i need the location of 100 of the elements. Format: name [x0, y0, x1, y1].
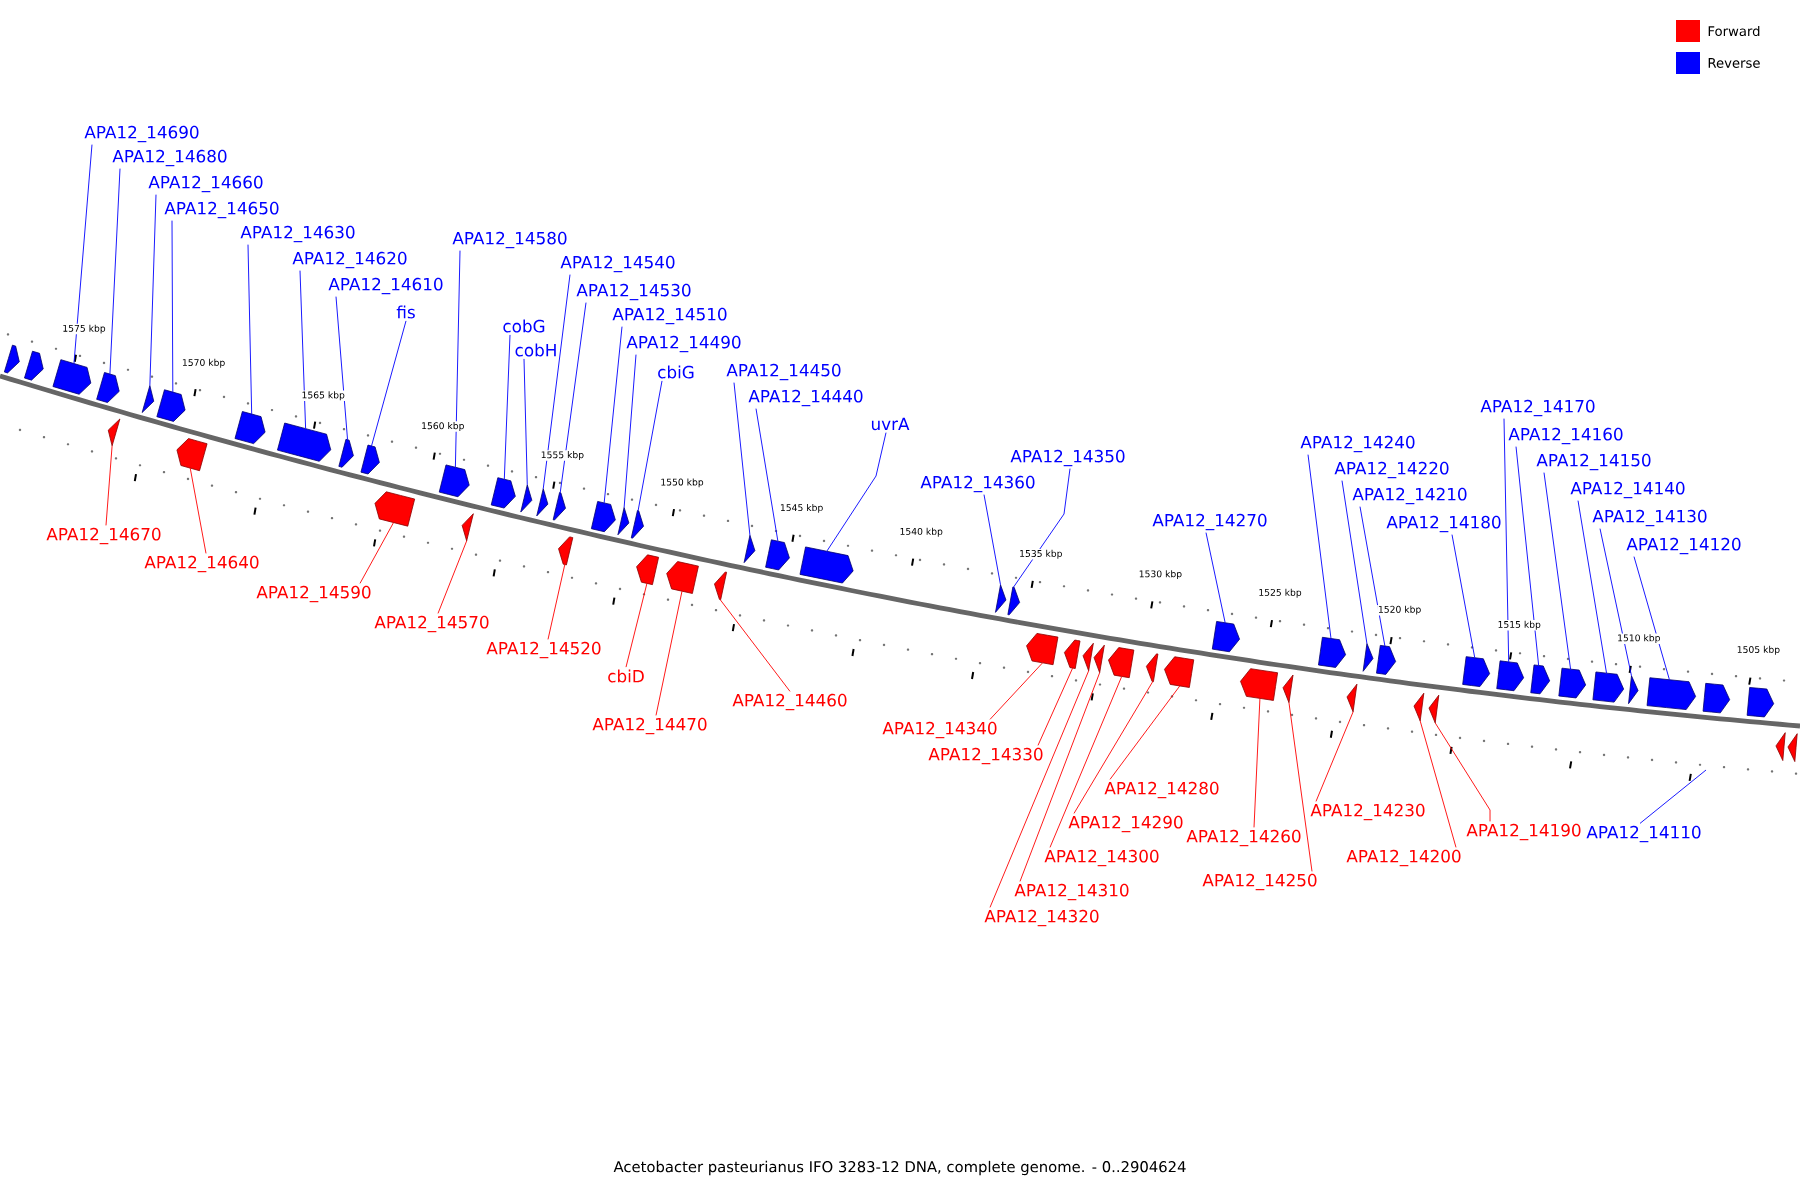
gene-block: [1146, 653, 1159, 683]
gene-label: APA12_14210: [1352, 487, 1467, 505]
gene-label: cobH: [515, 343, 556, 357]
leader-line: [1288, 702, 1313, 872]
gene-block: [1346, 683, 1358, 713]
gene-label: APA12_14120: [1626, 537, 1741, 555]
gene-block: [1628, 675, 1639, 705]
gene-label: APA12_14190: [1466, 823, 1581, 841]
gene-label: APA12_14440: [748, 389, 863, 407]
leader-line: [983, 494, 1001, 586]
leader-line: [1019, 672, 1101, 882]
leader-line: [755, 408, 779, 542]
gene-label: APA12_14230: [1310, 803, 1425, 821]
gene-block: [3, 344, 20, 374]
leader-line: [1434, 722, 1491, 822]
gene-block: [1496, 660, 1525, 692]
gene-label: APA12_14690: [84, 125, 199, 143]
leader-line: [1049, 676, 1123, 848]
leader-line: [1503, 418, 1510, 663]
gene-label: APA12_14660: [148, 175, 263, 193]
gene-block: [1646, 677, 1696, 710]
gene-block: [1093, 644, 1105, 674]
gene-label: APA12_14460: [732, 693, 847, 711]
gene-label: APA12_14610: [328, 277, 443, 295]
gene-label: APA12_14150: [1536, 453, 1651, 471]
leader-line: [637, 380, 663, 512]
gene-block: [552, 492, 566, 521]
gene-label: APA12_14540: [560, 255, 675, 273]
leader-line: [109, 168, 121, 375]
gene-label: APA12_14650: [164, 201, 279, 219]
gene-label: APA12_14130: [1592, 509, 1707, 527]
gene-label: APA12_14490: [626, 335, 741, 353]
gene-block: [1026, 633, 1059, 666]
leader-line: [454, 250, 461, 468]
leader-line: [1073, 681, 1154, 814]
leader-line: [73, 144, 93, 364]
leader-line: [623, 354, 637, 508]
gene-block: [52, 359, 92, 395]
leader-line: [437, 540, 468, 614]
leader-line: [149, 194, 157, 387]
gene-block: [1211, 621, 1240, 653]
gene-block: [536, 488, 549, 517]
leader-line: [1599, 528, 1632, 677]
leader-line: [603, 326, 623, 504]
leader-line: [1359, 506, 1386, 647]
gene-label: APA12_14470: [592, 717, 707, 735]
gene-block: [617, 507, 630, 536]
gene-block: [520, 484, 533, 513]
leader-line: [299, 270, 307, 430]
leader-line: [105, 445, 113, 526]
leader-line: [989, 670, 1090, 908]
gene-block: [765, 539, 790, 571]
gene-block: [666, 561, 699, 594]
gene-label: APA12_14320: [984, 909, 1099, 927]
gene-block: [743, 534, 756, 564]
gene-block: [1428, 694, 1440, 724]
leader-line: [371, 320, 407, 447]
gene-label: APA12_14220: [1334, 461, 1449, 479]
gene-block: [234, 411, 266, 444]
leader-line: [1205, 532, 1226, 624]
gene-block: [799, 546, 854, 584]
gene-block: [1462, 656, 1490, 687]
gene-block: [338, 438, 354, 468]
gene-block: [1413, 692, 1425, 722]
gene-label: APA12_14270: [1152, 513, 1267, 531]
leader-line: [503, 334, 511, 480]
gene-block: [490, 477, 516, 509]
leader-line: [655, 590, 683, 716]
gene-block: [176, 438, 208, 472]
leader-line: [171, 220, 174, 393]
gene-block: [360, 444, 380, 475]
gene-block: [374, 491, 416, 527]
leader-line: [625, 582, 648, 668]
gene-label: APA12_14510: [612, 307, 727, 325]
gene-block: [636, 554, 659, 586]
leader-line: [1037, 667, 1074, 746]
gene-label: APA12_14300: [1044, 849, 1159, 867]
gene-label: APA12_14350: [1010, 449, 1125, 467]
leader-line: [1307, 454, 1332, 639]
leader-line: [826, 432, 887, 552]
gene-block: [1082, 642, 1094, 672]
gene-label: APA12_14580: [452, 231, 567, 249]
gene-label: cbiD: [608, 669, 644, 683]
gene-block: [995, 584, 1007, 613]
gene-block: [1007, 586, 1020, 616]
gene-label: APA12_14160: [1508, 427, 1623, 445]
leader-line: [733, 382, 751, 536]
gene-block: [1376, 645, 1397, 675]
gene-label: APA12_14450: [726, 363, 841, 381]
gene-block: [1282, 674, 1294, 704]
gene-label: APA12_14330: [928, 747, 1043, 765]
gene-block: [1240, 668, 1278, 701]
leader-line: [1253, 697, 1261, 828]
gene-label: APA12_14310: [1014, 883, 1129, 901]
gene-label: APA12_14140: [1570, 481, 1685, 499]
leader-line: [523, 358, 528, 486]
gene-label: APA12_14360: [920, 475, 1035, 493]
gene-block: [277, 422, 332, 462]
leader-line: [547, 564, 566, 640]
gene-block: [558, 536, 574, 566]
